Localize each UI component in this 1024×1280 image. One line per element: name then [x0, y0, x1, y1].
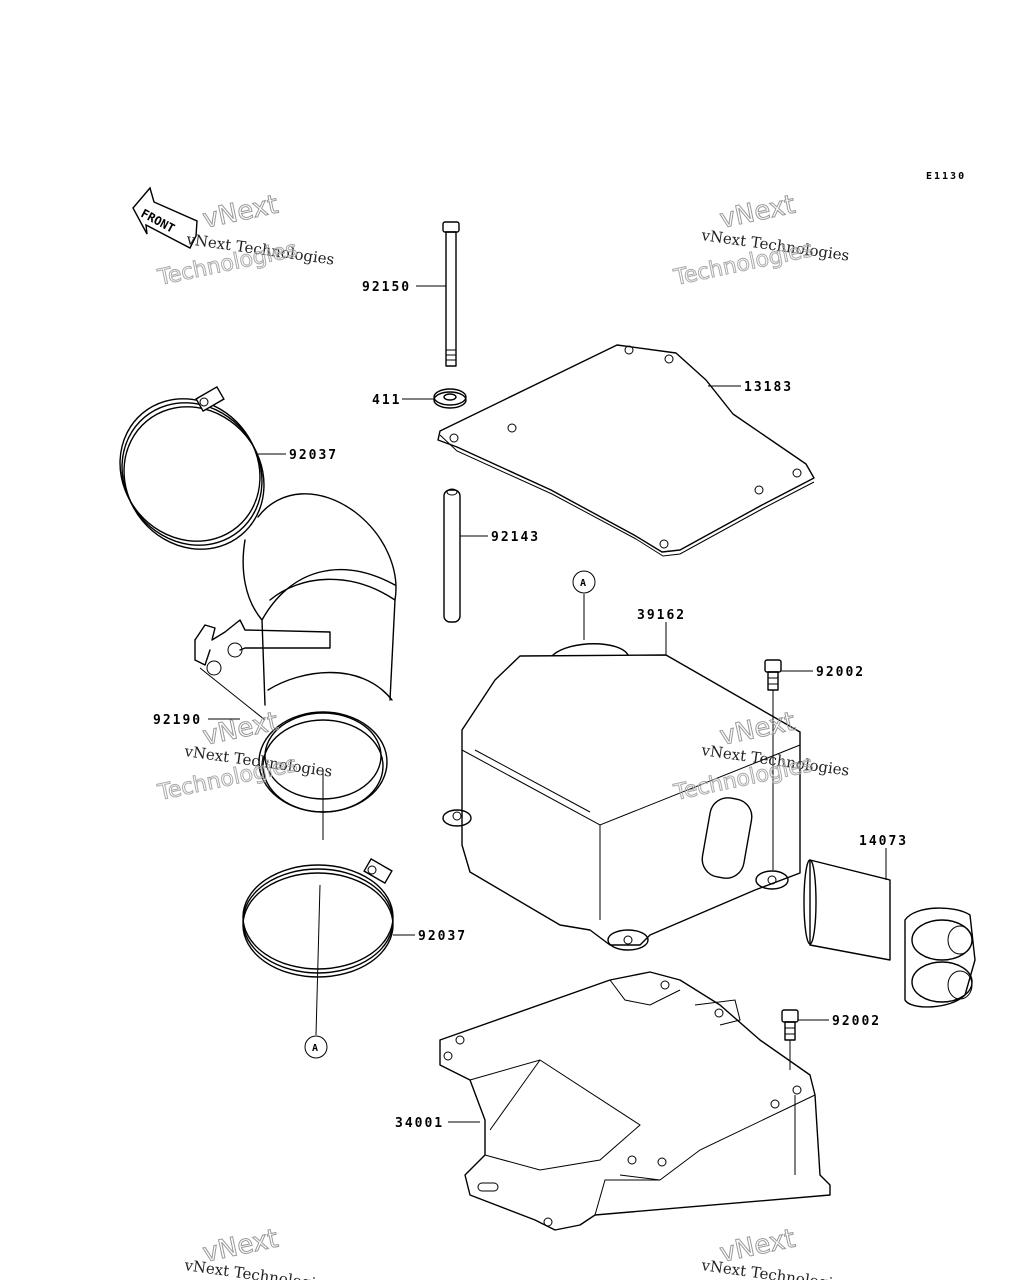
ref-marker-bottom-label: A: [312, 1043, 320, 1054]
label-39162: 39162: [637, 608, 686, 623]
label-92002-bottom: 92002: [832, 1014, 881, 1029]
ref-marker-top-label: A: [580, 578, 588, 589]
washer-411: [433, 388, 467, 409]
label-34001: 34001: [395, 1116, 444, 1131]
watermark-bottom-right: vNext vNext Technologies: [699, 1223, 850, 1280]
label-92150: 92150: [362, 280, 411, 295]
plate-13183: [437, 344, 815, 557]
bolt-92150: [442, 221, 460, 367]
leader-lines: [199, 285, 887, 1123]
label-92002-top: 92002: [816, 665, 865, 680]
watermark-bottom-left: vNext vNext Technologies: [182, 1223, 333, 1280]
collar-92143: [443, 488, 461, 623]
case-39162: [442, 643, 801, 951]
ref-marker-top: A: [572, 570, 596, 594]
bolt-92002-top: [764, 659, 782, 691]
label-92143: 92143: [491, 530, 540, 545]
watermark-middle-right: vNext vNext Technologies Technologies: [671, 706, 851, 806]
label-92037-bottom: 92037: [418, 929, 467, 944]
label-13183: 13183: [744, 380, 793, 395]
clamp-92037-top: [119, 385, 265, 550]
label-92037-top: 92037: [289, 448, 338, 463]
ref-marker-bottom: A: [304, 1035, 328, 1059]
duct-92190: [194, 493, 397, 813]
diagram-code: E1130: [926, 171, 966, 182]
label-14073: 14073: [859, 834, 908, 849]
element-14073: [803, 859, 976, 1008]
bracket-34001: [439, 971, 831, 1231]
label-92190: 92190: [153, 713, 202, 728]
watermark-top-right: vNext vNext Technologies Technologies: [671, 189, 851, 291]
svg-text:vNext Technologies: vNext Technologies: [699, 1256, 850, 1280]
bolt-92002-bottom: [781, 1009, 799, 1041]
svg-text:vNext: vNext: [200, 190, 281, 235]
label-411: 411: [372, 393, 401, 408]
front-arrow-icon: FRONT: [132, 186, 198, 249]
svg-text:vNext: vNext: [717, 190, 798, 235]
svg-text:vNext Technologies: vNext Technologies: [182, 1256, 333, 1280]
